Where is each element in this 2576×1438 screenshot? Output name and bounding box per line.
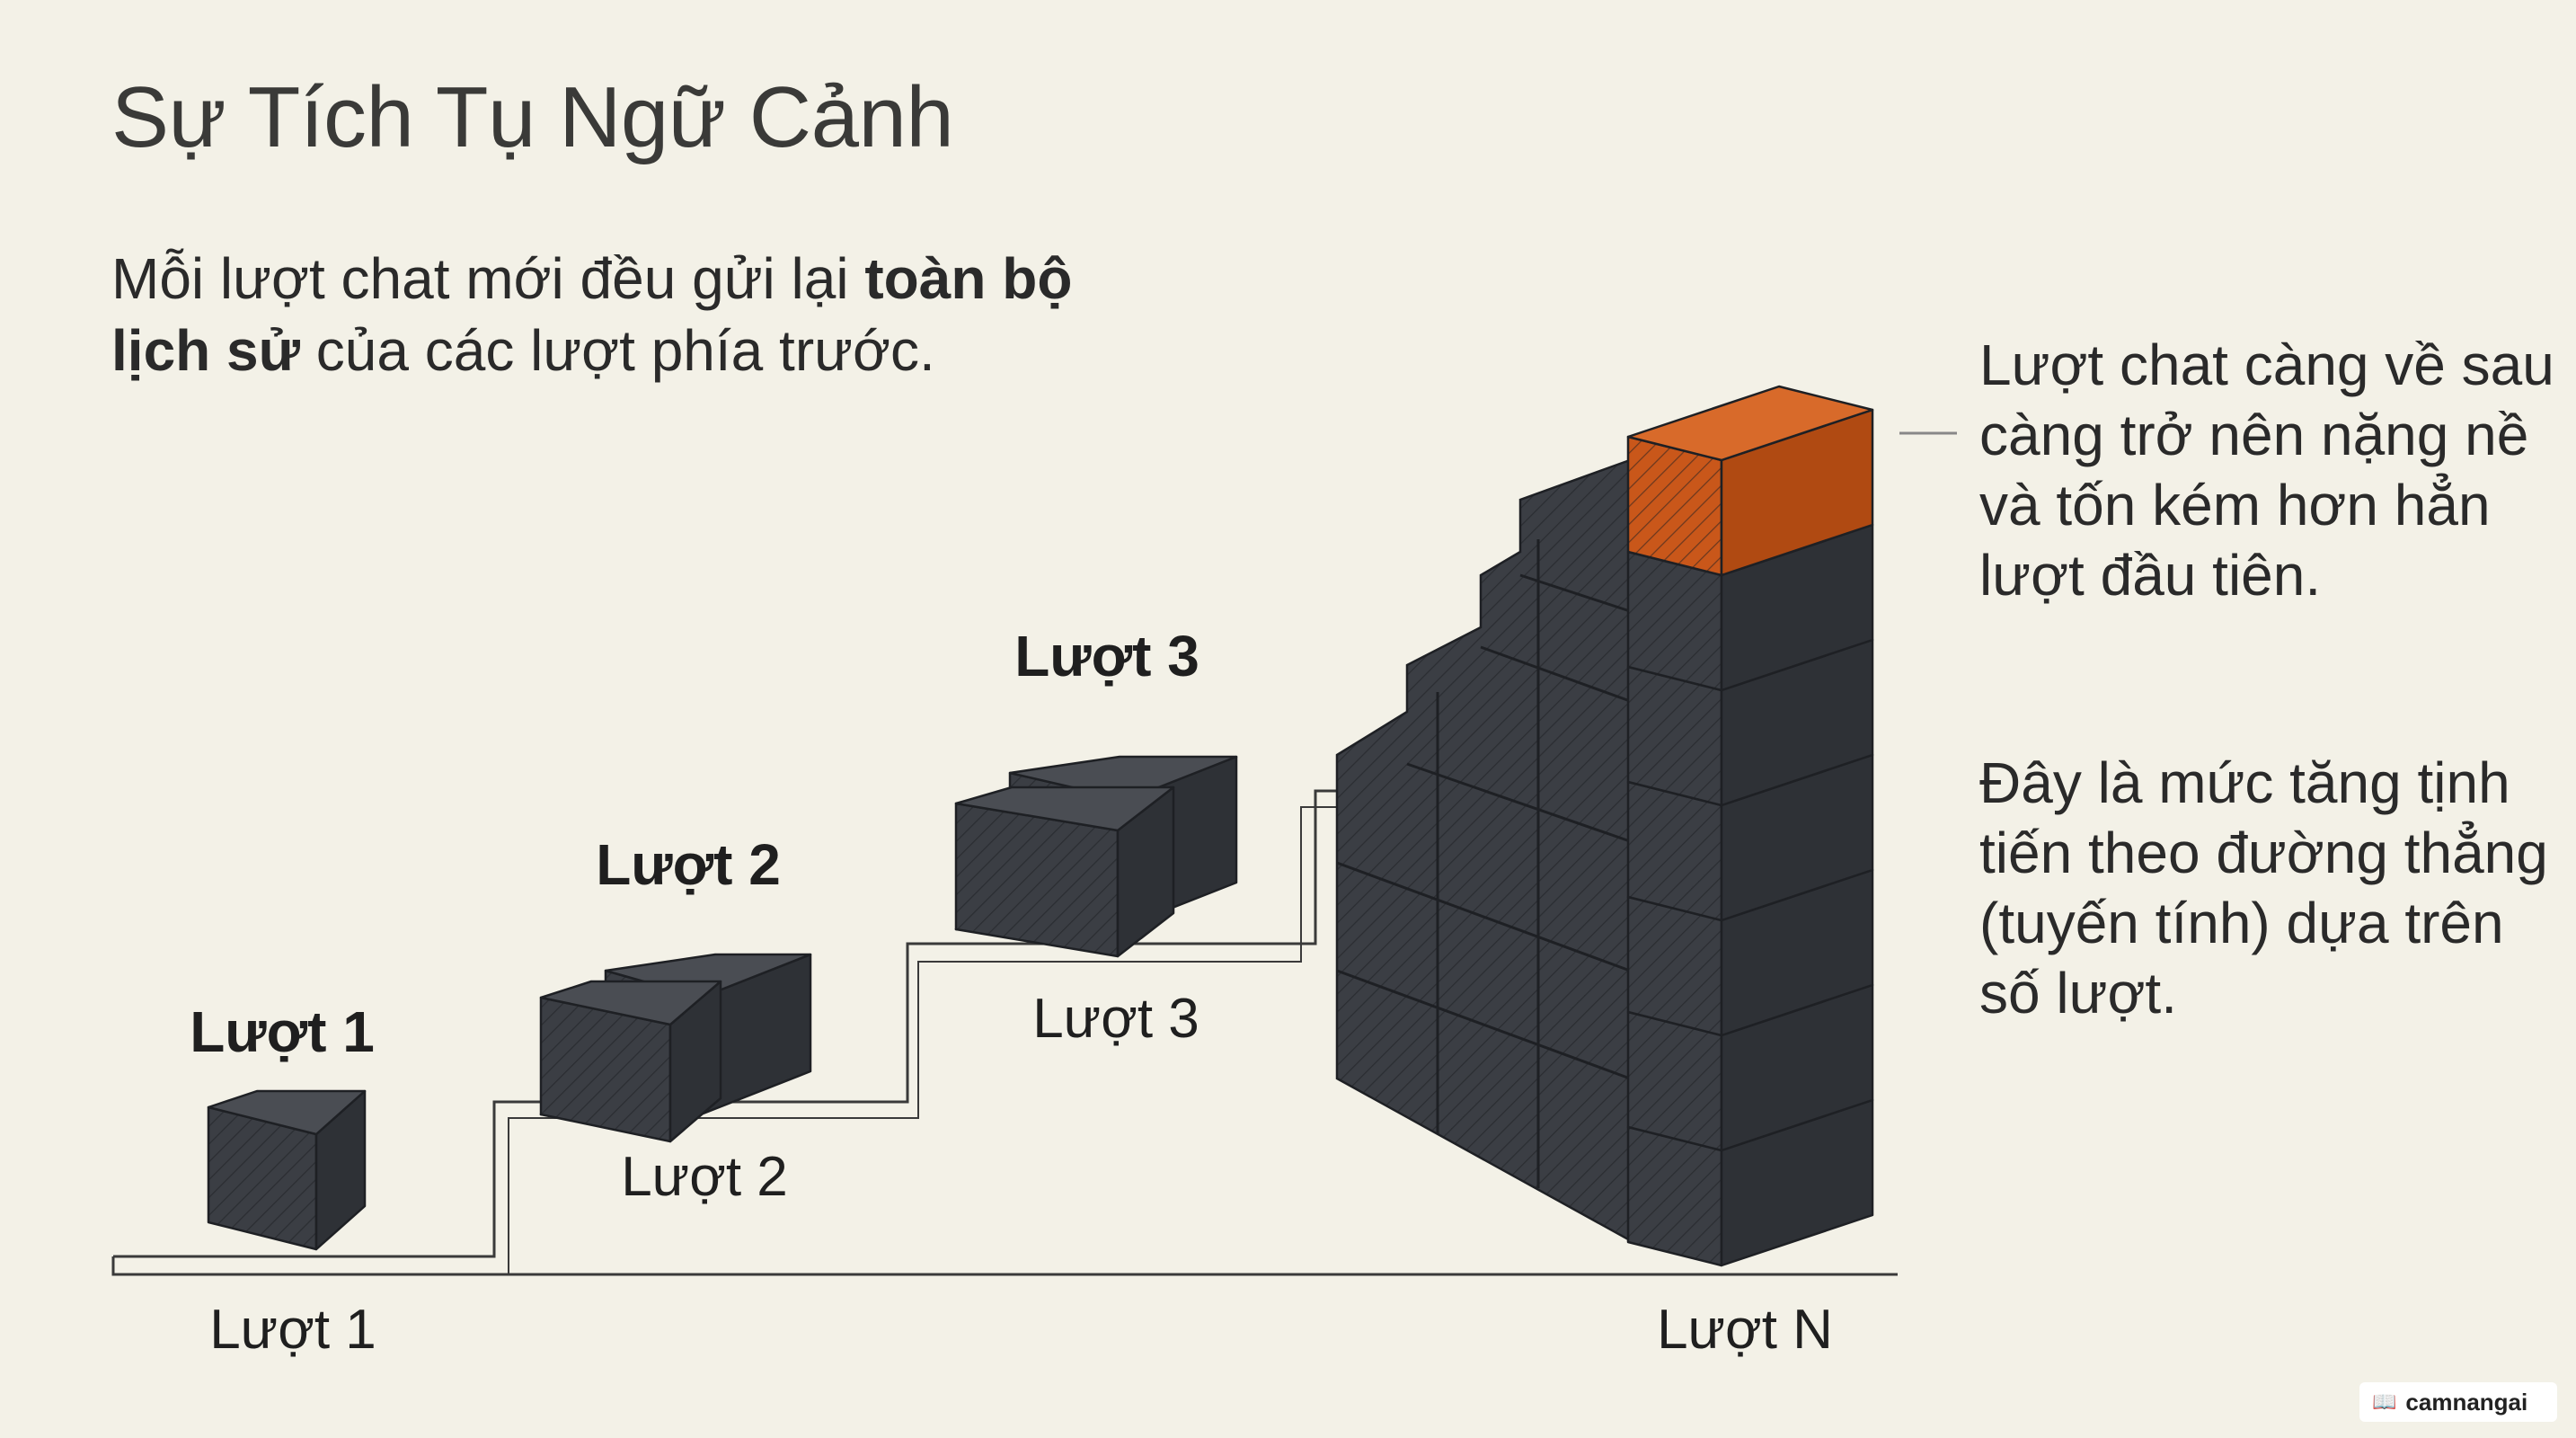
brand-label: camnangai [2405, 1388, 2528, 1416]
step-label-turn-2: Lượt 2 [621, 1146, 788, 1208]
top-label-turn-2: Lượt 2 [596, 832, 781, 897]
cube-hatch [208, 1107, 316, 1249]
cube-edge [1480, 645, 1631, 703]
cube-top-face [207, 1089, 367, 1136]
cube-hatch [541, 998, 670, 1141]
intro-part-2: của các lượt phía trước. [299, 318, 935, 383]
step-label-turn-1: Lượt 1 [209, 1299, 376, 1361]
tower-cube [1626, 753, 1874, 922]
staircase-inner [508, 806, 1339, 1274]
book-icon: 📖 [2372, 1390, 2397, 1413]
cube-hatch [1628, 1012, 1722, 1150]
tower-cube [1626, 523, 1874, 692]
cube-hatch [956, 803, 1118, 956]
cube-edge [1336, 861, 1631, 972]
cube-edge [1519, 573, 1631, 613]
cube-hatch [1628, 782, 1722, 920]
page-title: Sự Tích Tụ Ngữ Cảnh [111, 69, 954, 165]
cube [539, 980, 722, 1143]
intro-bold: toàn bộ lịch sử [111, 246, 1073, 383]
cube-top-face [539, 980, 722, 1026]
cube-top-face [954, 786, 1175, 832]
tower-top-face [1626, 385, 1874, 462]
brand-watermark: 📖 camnangai [2359, 1382, 2557, 1422]
tower-cube [1626, 1098, 1874, 1267]
top-label-turn-1: Lượt 1 [190, 999, 375, 1064]
top-label-turn-3: Lượt 3 [1014, 624, 1199, 688]
cube-edge [1336, 969, 1631, 1080]
cube [954, 786, 1175, 958]
cube-edge [1406, 762, 1631, 843]
staircase [111, 789, 1898, 1276]
tower-cube [1626, 983, 1874, 1152]
intro-part-1: Mỗi lượt chat mới đều gửi lại [111, 246, 865, 311]
cube-group [207, 385, 1874, 1267]
cube-hatch [1628, 1127, 1722, 1265]
step-label-turn-3: Lượt 3 [1032, 988, 1199, 1050]
intro-text: Mỗi lượt chat mới đều gửi lại toàn bộ lị… [111, 243, 1100, 386]
step-label-turn-n: Lượt N [1657, 1299, 1833, 1361]
cube-hatch [1628, 897, 1722, 1035]
annotation-cost: Lượt chat càng về sau càng trở nên nặng … [1979, 333, 2554, 608]
cube-hatch [1628, 552, 1722, 690]
cube-hatch [1628, 437, 1722, 575]
back-cube-hatch [1337, 460, 1630, 1240]
tower-cube [1626, 868, 1874, 1037]
tower-cube [1626, 385, 1874, 577]
cube-hatch [1628, 667, 1722, 805]
staircase-outline [111, 789, 1898, 1276]
cube [207, 1089, 367, 1251]
annotation-linear: Đây là mức tăng tịnh tiến theo đường thẳ… [1979, 750, 2548, 1025]
